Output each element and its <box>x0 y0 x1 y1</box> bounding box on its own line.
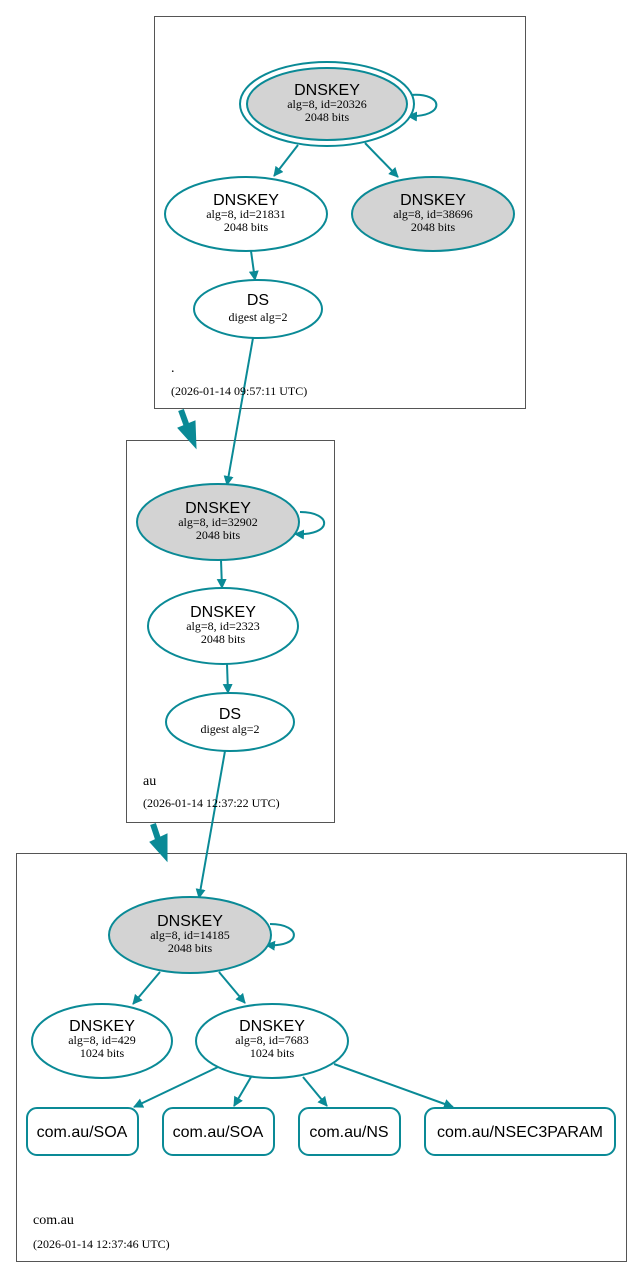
node-au-ksk: DNSKEY alg=8, id=32902 2048 bits <box>136 483 300 561</box>
delegation-au-comau <box>149 823 168 863</box>
record-nsec3param: com.au/NSEC3PARAM <box>424 1107 616 1156</box>
node-au-ds-title: DS <box>219 706 241 723</box>
edge-comau-zsk2-soa1 <box>133 1066 219 1108</box>
node-root-ksk: DNSKEY alg=8, id=20326 2048 bits <box>239 61 415 147</box>
edge-au-zsk-ds <box>222 663 233 694</box>
node-au-ksk-title: DNSKEY <box>185 500 251 517</box>
node-comau-zsk1-title: DNSKEY <box>69 1018 135 1035</box>
node-comau-zsk1: DNSKEY alg=8, id=429 1024 bits <box>31 1003 173 1079</box>
delegation-root-au <box>177 408 197 450</box>
node-root-zsk1-bits: 2048 bits <box>224 220 269 234</box>
node-root-ksk-bits: 2048 bits <box>305 110 350 124</box>
edge-root-ksk-zsk2 <box>364 142 399 178</box>
edge-comau-ksk-zsk1 <box>132 971 161 1005</box>
zone-root-timestamp: (2026-01-14 09:57:11 UTC) <box>171 384 307 398</box>
edge-root-ksk-zsk1 <box>273 144 299 177</box>
node-root-zsk1-info: alg=8, id=21831 <box>206 207 286 221</box>
node-root-zsk2-title: DNSKEY <box>400 192 466 209</box>
zone-comau-name: com.au <box>33 1213 74 1228</box>
node-comau-ksk-bits: 2048 bits <box>168 941 213 955</box>
edge-au-ksk-zsk <box>216 559 227 589</box>
edge-root-ksk-self <box>407 93 438 122</box>
node-comau-zsk2-bits: 1024 bits <box>250 1046 295 1060</box>
node-comau-ksk: DNSKEY alg=8, id=14185 2048 bits <box>108 896 272 974</box>
node-root-zsk2: DNSKEY alg=8, id=38696 2048 bits <box>351 176 515 252</box>
record-ns-label: com.au/NS <box>309 1124 388 1141</box>
zone-root-name: . <box>171 361 175 376</box>
node-comau-zsk1-info: alg=8, id=429 <box>68 1033 136 1047</box>
node-au-ksk-info: alg=8, id=32902 <box>178 515 258 529</box>
record-nsec3param-label: com.au/NSEC3PARAM <box>437 1124 603 1141</box>
record-soa-2-label: com.au/SOA <box>173 1124 264 1141</box>
edge-comau-zsk2-ns <box>302 1076 328 1107</box>
edges <box>132 93 454 1109</box>
record-ns: com.au/NS <box>298 1107 401 1156</box>
node-root-ds-title: DS <box>247 292 269 309</box>
node-comau-ksk-title: DNSKEY <box>157 913 223 930</box>
edge-au-ksk-self <box>294 511 326 540</box>
node-root-ksk-info: alg=8, id=20326 <box>287 97 367 111</box>
edge-root-ds-au-ksk <box>223 337 254 486</box>
record-soa-1: com.au/SOA <box>26 1107 139 1156</box>
node-root-zsk1: DNSKEY alg=8, id=21831 2048 bits <box>164 176 328 252</box>
node-au-ds-info: digest alg=2 <box>200 722 259 736</box>
node-comau-zsk2: DNSKEY alg=8, id=7683 1024 bits <box>195 1003 349 1079</box>
node-root-ds: DS digest alg=2 <box>193 279 323 339</box>
node-au-zsk: DNSKEY alg=8, id=2323 2048 bits <box>147 587 299 665</box>
record-soa-1-label: com.au/SOA <box>37 1124 128 1141</box>
node-comau-zsk1-bits: 1024 bits <box>80 1046 125 1060</box>
edge-comau-ksk-zsk2 <box>218 971 246 1004</box>
edge-comau-zsk2-nsec3param <box>333 1063 454 1109</box>
node-au-ksk-bits: 2048 bits <box>196 528 241 542</box>
edge-comau-ksk-self <box>265 923 295 951</box>
edge-root-zsk1-ds <box>248 250 259 281</box>
zone-comau-timestamp: (2026-01-14 12:37:46 UTC) <box>33 1237 170 1251</box>
node-comau-ksk-info: alg=8, id=14185 <box>150 928 230 942</box>
node-comau-zsk2-title: DNSKEY <box>239 1018 305 1035</box>
zone-au-timestamp: (2026-01-14 12:37:22 UTC) <box>143 796 280 810</box>
node-comau-zsk2-info: alg=8, id=7683 <box>235 1033 309 1047</box>
node-au-zsk-bits: 2048 bits <box>201 632 246 646</box>
node-root-ksk-title: DNSKEY <box>294 82 360 99</box>
record-soa-2: com.au/SOA <box>162 1107 275 1156</box>
edge-comau-zsk2-soa2 <box>233 1076 252 1107</box>
node-root-zsk2-info: alg=8, id=38696 <box>393 207 473 221</box>
zone-au-name: au <box>143 774 156 789</box>
node-au-zsk-info: alg=8, id=2323 <box>186 619 260 633</box>
node-root-ds-info: digest alg=2 <box>228 310 287 324</box>
node-au-ds: DS digest alg=2 <box>165 692 295 752</box>
node-au-zsk-title: DNSKEY <box>190 604 256 621</box>
node-root-zsk1-title: DNSKEY <box>213 192 279 209</box>
edge-au-ds-comau-ksk <box>195 750 226 899</box>
node-root-zsk2-bits: 2048 bits <box>411 220 456 234</box>
